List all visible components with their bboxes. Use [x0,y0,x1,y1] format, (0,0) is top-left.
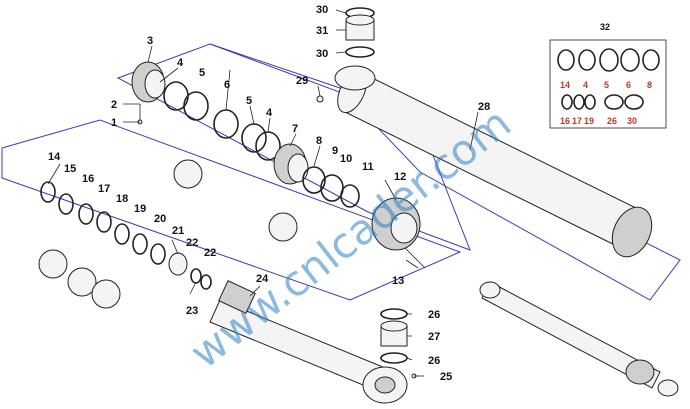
piston-seal-rings [302,166,360,208]
callout-22b: 22 [204,247,216,259]
kit-item-19: 19 [584,116,594,126]
callout-13: 13 [392,275,404,287]
cylinder-tube [334,65,653,258]
rod-seal-rings [40,181,212,290]
callout-18: 18 [116,193,128,205]
seal-kit-label: 32 [600,22,610,32]
callout-6: 6 [224,79,230,91]
callout-23: 23 [186,305,198,317]
callout-20: 20 [154,213,166,225]
callout-24: 24 [256,273,269,285]
callout-17: 17 [98,183,110,195]
callout-19: 19 [134,203,146,215]
kit-item-17: 17 [572,116,582,126]
callout-12: 12 [394,171,406,183]
callout-29: 29 [296,75,308,87]
cylinder-tube-frame [209,43,681,301]
kit-item-30: 30 [627,116,637,126]
callout-1: 1 [111,117,117,129]
kit-item-16: 16 [560,116,570,126]
callout-27: 27 [428,331,440,343]
piston-rod [209,280,408,404]
callout-5b: 5 [246,95,252,107]
callout-5: 5 [199,67,205,79]
callout-31: 31 [316,25,328,37]
callout-8: 8 [316,135,322,147]
callout-3: 3 [147,35,153,47]
callout-7: 7 [292,123,298,135]
kit-item-4: 4 [583,80,588,90]
watermark-text: www.cnlcader.com [181,98,520,378]
callout-28: 28 [478,101,490,113]
callout-26: 26 [428,309,440,321]
piston [273,143,309,185]
callout-4b: 4 [266,107,273,119]
piston-head-rings [163,81,281,161]
rod-end-flange [371,197,426,269]
callout-25: 25 [440,371,452,383]
callout-22: 22 [186,237,198,249]
callout-11: 11 [362,161,374,173]
bottom-bushing-stack [380,308,408,364]
callout-9: 9 [332,145,338,157]
callout-16: 16 [82,173,94,185]
kit-item-5: 5 [604,80,609,90]
gland [131,61,166,103]
assembled-cylinder [479,281,679,397]
kit-item-6: 6 [626,80,631,90]
seal-kit-box: 32 14 4 5 6 8 16 17 19 26 30 [549,22,667,129]
callout-10: 10 [340,153,352,165]
callout-labels: 1 2 3 4 5 6 5 4 7 8 9 10 11 12 13 14 15 … [48,4,490,383]
kit-item-26: 26 [607,116,617,126]
kit-item-14: 14 [560,80,570,90]
leader-lines [47,9,479,377]
piston-rod-frame [1,119,462,301]
callout-15: 15 [64,163,76,175]
callout-4: 4 [177,57,184,69]
callout-30b: 30 [316,48,328,60]
seal-detail-views [38,159,298,309]
callout-30: 30 [316,4,328,16]
kit-item-8: 8 [647,80,652,90]
callout-2: 2 [111,99,117,111]
callout-21: 21 [172,225,184,237]
top-bushing-stack [345,7,375,58]
callout-14: 14 [48,151,61,163]
callout-26b: 26 [428,355,440,367]
